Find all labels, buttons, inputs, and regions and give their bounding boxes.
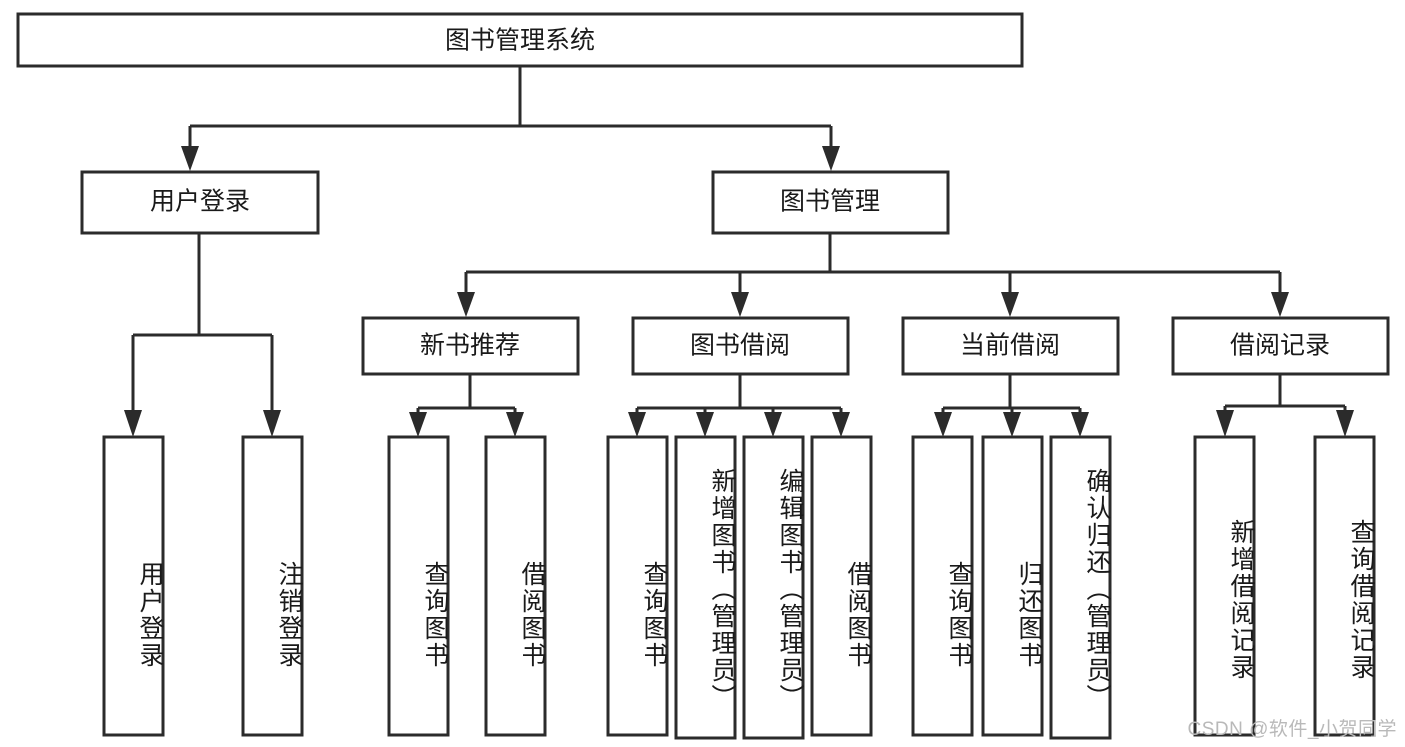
node-current-borrow-label: 当前借阅: [960, 332, 1060, 360]
node-borrow-record-label: 借阅记录: [1230, 332, 1330, 360]
node-current-borrow[interactable]: 当前借阅: [901, 316, 1120, 376]
node-current-borrow-box: [901, 316, 1120, 376]
node-user-login-label: 用户登录: [150, 188, 250, 216]
connector-borrowrecord-to-leaves: [1216, 374, 1354, 437]
leaf-box-user-login[interactable]: [102, 435, 165, 737]
arrow-head-icon: [409, 412, 427, 437]
node-new-book-recommend-box: [361, 316, 580, 376]
leaf-box-query-borrow-record[interactable]: [1313, 435, 1376, 737]
node-user-login-box: [80, 170, 320, 235]
arrow-head-icon: [628, 412, 646, 437]
arrow-head-icon: [124, 410, 142, 437]
arrow-head-icon: [181, 146, 199, 171]
arrow-head-icon: [506, 412, 524, 437]
arrow-head-icon: [1271, 292, 1289, 317]
node-borrow-record-box: [1171, 316, 1390, 376]
node-book-borrow-box: [631, 316, 850, 376]
arrow-head-icon: [457, 292, 475, 317]
leaf-box-logout[interactable]: [241, 435, 304, 737]
connector-root-to-level2: [181, 66, 840, 171]
arrow-head-icon: [934, 412, 952, 437]
arrow-head-icon: [764, 412, 782, 437]
leaf-box-add-book-admin[interactable]: [674, 435, 737, 740]
leaf-box-confirm-return-admin[interactable]: [1049, 435, 1112, 740]
node-book-management-label: 图书管理: [780, 188, 880, 216]
connector-newbook-to-leaves: [409, 374, 524, 437]
node-user-login[interactable]: 用户登录: [80, 170, 320, 235]
node-root-box: [16, 12, 1024, 68]
node-book-management-box: [711, 170, 950, 235]
leaf-box-borrow-book-recommend[interactable]: [484, 435, 547, 737]
arrow-head-icon: [1071, 412, 1089, 437]
leaf-box-borrow-book[interactable]: [810, 435, 873, 737]
leaf-box-edit-book-admin[interactable]: [742, 435, 805, 740]
node-book-management[interactable]: 图书管理: [711, 170, 950, 235]
arrow-head-icon: [1336, 410, 1354, 437]
connector-currentborrow-to-leaves: [934, 374, 1089, 437]
arrow-head-icon: [832, 412, 850, 437]
leaf-box-add-borrow-record[interactable]: [1193, 435, 1256, 737]
node-root-label: 图书管理系统: [445, 27, 595, 55]
arrow-head-icon: [1003, 412, 1021, 437]
node-borrow-record[interactable]: 借阅记录: [1171, 316, 1390, 376]
connector-userlogin-to-leaves: [124, 233, 281, 437]
arrow-head-icon: [1001, 292, 1019, 317]
node-new-book-recommend-label: 新书推荐: [420, 332, 520, 360]
arrow-head-icon: [822, 146, 840, 171]
node-book-borrow[interactable]: 图书借阅: [631, 316, 850, 376]
arrow-head-icon: [1216, 410, 1234, 437]
arrow-head-icon: [263, 410, 281, 437]
csdn-watermark: CSDN @软件_小贺同学: [1187, 719, 1397, 740]
leaf-box-return-book[interactable]: [981, 435, 1044, 737]
leaf-box-query-book-borrow[interactable]: [606, 435, 669, 737]
arrow-head-icon: [731, 292, 749, 317]
connector-bookmgmt-to-level3: [457, 233, 1289, 317]
leaf-box-query-book-recommend[interactable]: [387, 435, 450, 737]
node-new-book-recommend[interactable]: 新书推荐: [361, 316, 580, 376]
node-book-borrow-label: 图书借阅: [690, 332, 790, 360]
node-root-book-management-system[interactable]: 图书管理系统: [16, 12, 1024, 68]
arrow-head-icon: [696, 412, 714, 437]
leaf-box-query-book-current[interactable]: [911, 435, 974, 737]
connector-bookborrow-to-leaves: [628, 374, 850, 437]
